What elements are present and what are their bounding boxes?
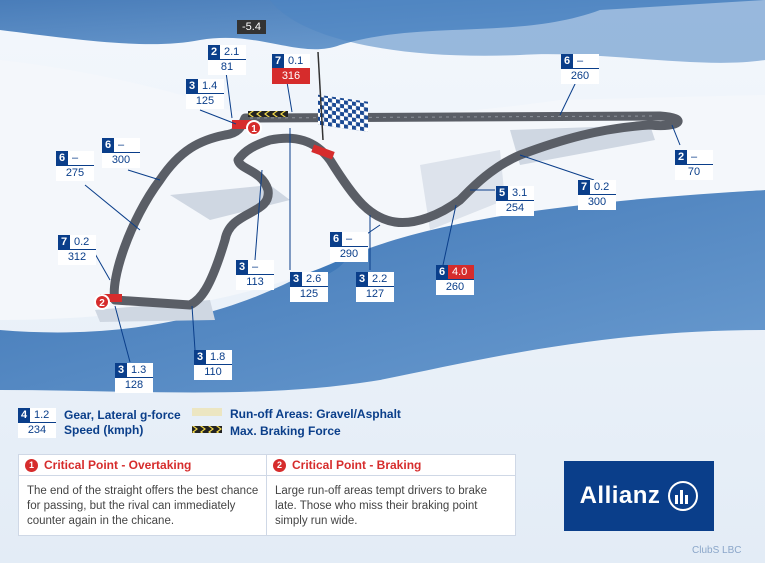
gear-speed-box: 6–300 (102, 138, 140, 168)
panel-1-number: 1 (25, 458, 38, 472)
speed-value: 127 (356, 286, 394, 302)
top-value-label: -5.4 (237, 20, 266, 34)
gear-value: 6 (436, 265, 448, 279)
speed-value: 128 (115, 377, 153, 393)
lateral-g-value: 1.8 (206, 350, 232, 364)
gear-value: 6 (56, 151, 68, 165)
legend-lateral: 1.2 (30, 408, 56, 422)
critical-point-1-marker: 1 (246, 120, 262, 136)
gear-speed-box: 6–275 (56, 151, 94, 181)
lateral-g-value: – (687, 150, 713, 164)
gear-value: 3 (115, 363, 127, 377)
speed-value: 300 (102, 152, 140, 168)
braking-zone (248, 111, 288, 117)
speed-value: 110 (194, 364, 232, 380)
lateral-g-value: – (68, 151, 94, 165)
credit-watermark: ClubS LBC (692, 545, 742, 556)
speed-value: 290 (330, 246, 368, 262)
gear-value: 5 (496, 186, 508, 200)
brand-name: Allianz (579, 482, 661, 509)
critical-point-panel-2: 2 Critical Point - Braking Large run-off … (266, 454, 516, 536)
gear-value: 2 (208, 45, 220, 59)
legend-gear: 4 (18, 408, 30, 422)
lateral-g-value: – (573, 54, 599, 68)
legend-braking-label: Max. Braking Force (230, 424, 341, 438)
lateral-g-value: 0.1 (284, 54, 310, 68)
panel-2-title: Critical Point - Braking (292, 458, 422, 472)
speed-value: 125 (186, 93, 224, 109)
lateral-g-value: 0.2 (590, 180, 616, 194)
legend-runoff: Run-off Areas: Gravel/Asphalt Max. Braki… (230, 406, 401, 440)
lateral-g-value: 0.2 (70, 235, 96, 249)
gear-value: 7 (272, 54, 284, 68)
panel-2-text: Large run-off areas tempt drivers to bra… (275, 485, 488, 527)
gear-value: 3 (236, 260, 248, 274)
gear-value: 3 (194, 350, 206, 364)
lateral-g-value: 3.1 (508, 186, 534, 200)
speed-value: 125 (290, 286, 328, 302)
gear-value: 6 (561, 54, 573, 68)
speed-value: 260 (561, 68, 599, 84)
legend-runoff-label: Run-off Areas: Gravel/Asphalt (230, 407, 401, 421)
gear-value: 3 (290, 272, 302, 286)
gear-speed-box: 3–113 (236, 260, 274, 290)
gear-value: 3 (356, 272, 368, 286)
lateral-g-value: – (342, 232, 368, 246)
gear-value: 3 (186, 79, 198, 93)
checkered-flag (318, 94, 368, 132)
allianz-logo: Allianz (564, 461, 714, 531)
allianz-eagle-icon (668, 481, 699, 511)
gear-value: 7 (58, 235, 70, 249)
lateral-g-value: 1.4 (198, 79, 224, 93)
critical-point-panel-1: 1 Critical Point - Overtaking The end of … (18, 454, 268, 536)
gear-speed-box: 6–290 (330, 232, 368, 262)
critical-point-2-marker: 2 (94, 294, 110, 310)
speed-value: 316 (272, 68, 310, 84)
speed-value: 81 (208, 59, 246, 75)
legend-gear-label: Gear, Lateral g-force (64, 408, 181, 422)
lateral-g-value: 2.6 (302, 272, 328, 286)
lateral-g-value: – (114, 138, 140, 152)
gear-value: 6 (330, 232, 342, 246)
speed-value: 275 (56, 165, 94, 181)
gear-speed-box: 6–260 (561, 54, 599, 84)
legend-speed-label: Speed (kmph) (64, 423, 144, 437)
lateral-g-value: 1.3 (127, 363, 153, 377)
speed-value: 312 (58, 249, 96, 265)
lateral-g-value: 2.2 (368, 272, 394, 286)
lateral-g-value: 4.0 (448, 265, 474, 279)
speed-value: 254 (496, 200, 534, 216)
gear-value: 6 (102, 138, 114, 152)
gear-speed-box: 2–70 (675, 150, 713, 180)
panel-1-title: Critical Point - Overtaking (44, 458, 192, 472)
legend-speed: 234 (18, 422, 56, 438)
lateral-g-value: – (248, 260, 274, 274)
speed-value: 70 (675, 164, 713, 180)
panel-2-number: 2 (273, 458, 286, 472)
speed-value: 113 (236, 274, 274, 290)
lateral-g-value: 2.1 (220, 45, 246, 59)
gear-value: 2 (675, 150, 687, 164)
gear-value: 7 (578, 180, 590, 194)
speed-value: 260 (436, 279, 474, 295)
panel-1-text: The end of the straight offers the best … (27, 485, 259, 527)
speed-value: 300 (578, 194, 616, 210)
